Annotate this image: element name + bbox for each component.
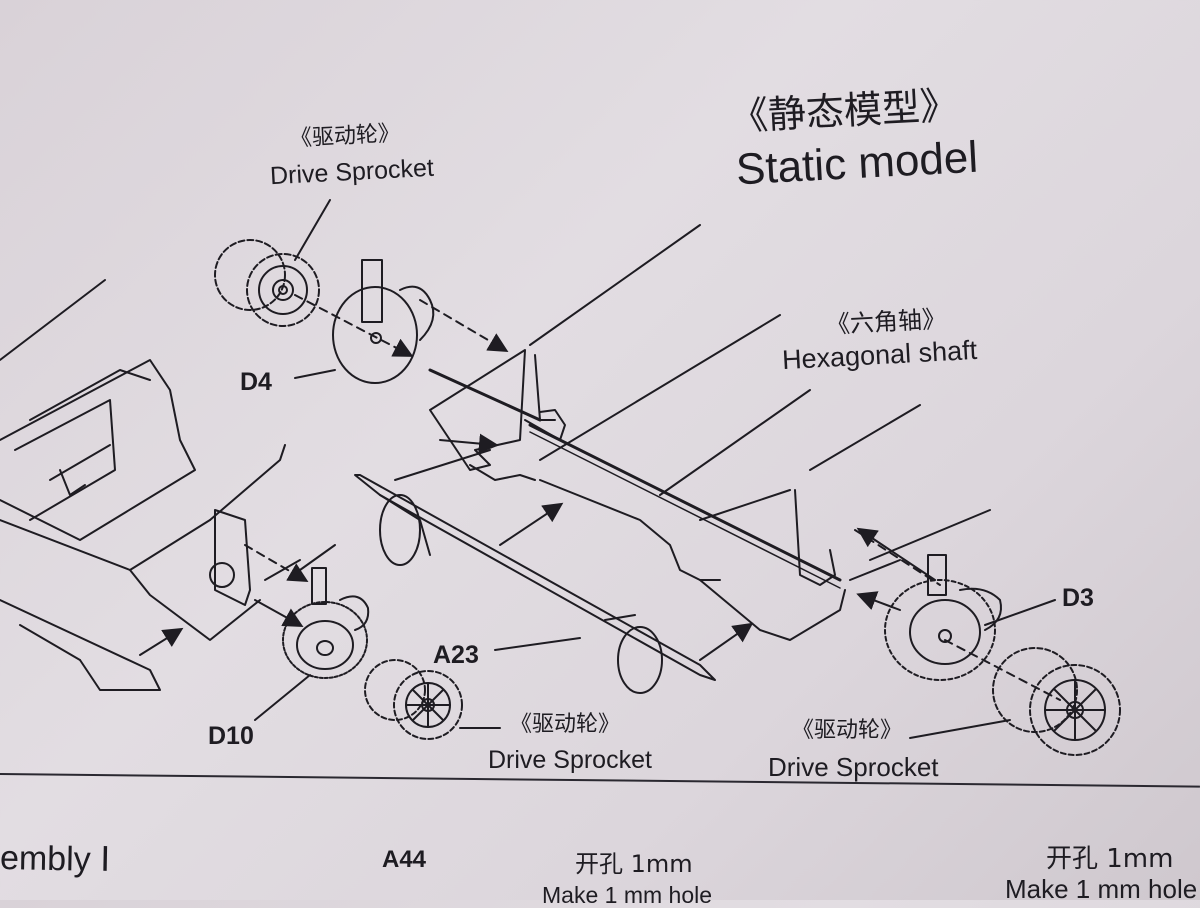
hexagonal-shaft xyxy=(528,389,842,589)
drive-sprocket-cn-top: 《驱动轮》 xyxy=(289,121,401,152)
hull-side-plate xyxy=(429,224,921,641)
drive-sprocket-cn-mid: 《驱动轮》 xyxy=(510,712,621,737)
hole-note-cn-1: 开孔 1mm xyxy=(575,850,693,878)
drive-sprocket-top-left xyxy=(214,239,320,327)
drive-sprocket-en-right: Drive Sprocket xyxy=(768,752,939,782)
drive-sprocket-bottom-middle xyxy=(364,659,463,740)
part-a23: A23 xyxy=(433,641,479,669)
d3-idler-wheel xyxy=(884,554,1002,681)
part-d10: D10 xyxy=(208,722,254,750)
assembly-step-title: embly Ⅰ xyxy=(0,839,111,879)
hull-body-left xyxy=(0,279,286,691)
hex-shaft-cn: 《六角轴》 xyxy=(825,304,947,340)
d4-idler-disc xyxy=(332,259,435,384)
title-chinese: 《静态模型》 xyxy=(729,83,960,139)
part-d4: D4 xyxy=(240,368,272,396)
hole-note-cn-2: 开孔 1mm xyxy=(1046,844,1174,874)
hole-note-en-1: Make 1 mm hole xyxy=(542,882,713,908)
part-d3: D3 xyxy=(1062,584,1094,612)
part-a44: A44 xyxy=(382,846,427,873)
hole-note-en-2: Make 1 mm hole xyxy=(1005,874,1198,904)
rear-plate-left xyxy=(209,509,251,606)
drive-sprocket-en-mid: Drive Sprocket xyxy=(488,746,652,774)
a23-track-guard xyxy=(354,449,716,694)
drive-sprocket-bottom-right xyxy=(992,647,1121,756)
d10-road-wheel xyxy=(282,567,370,679)
drive-sprocket-cn-right: 《驱动轮》 xyxy=(792,718,903,743)
